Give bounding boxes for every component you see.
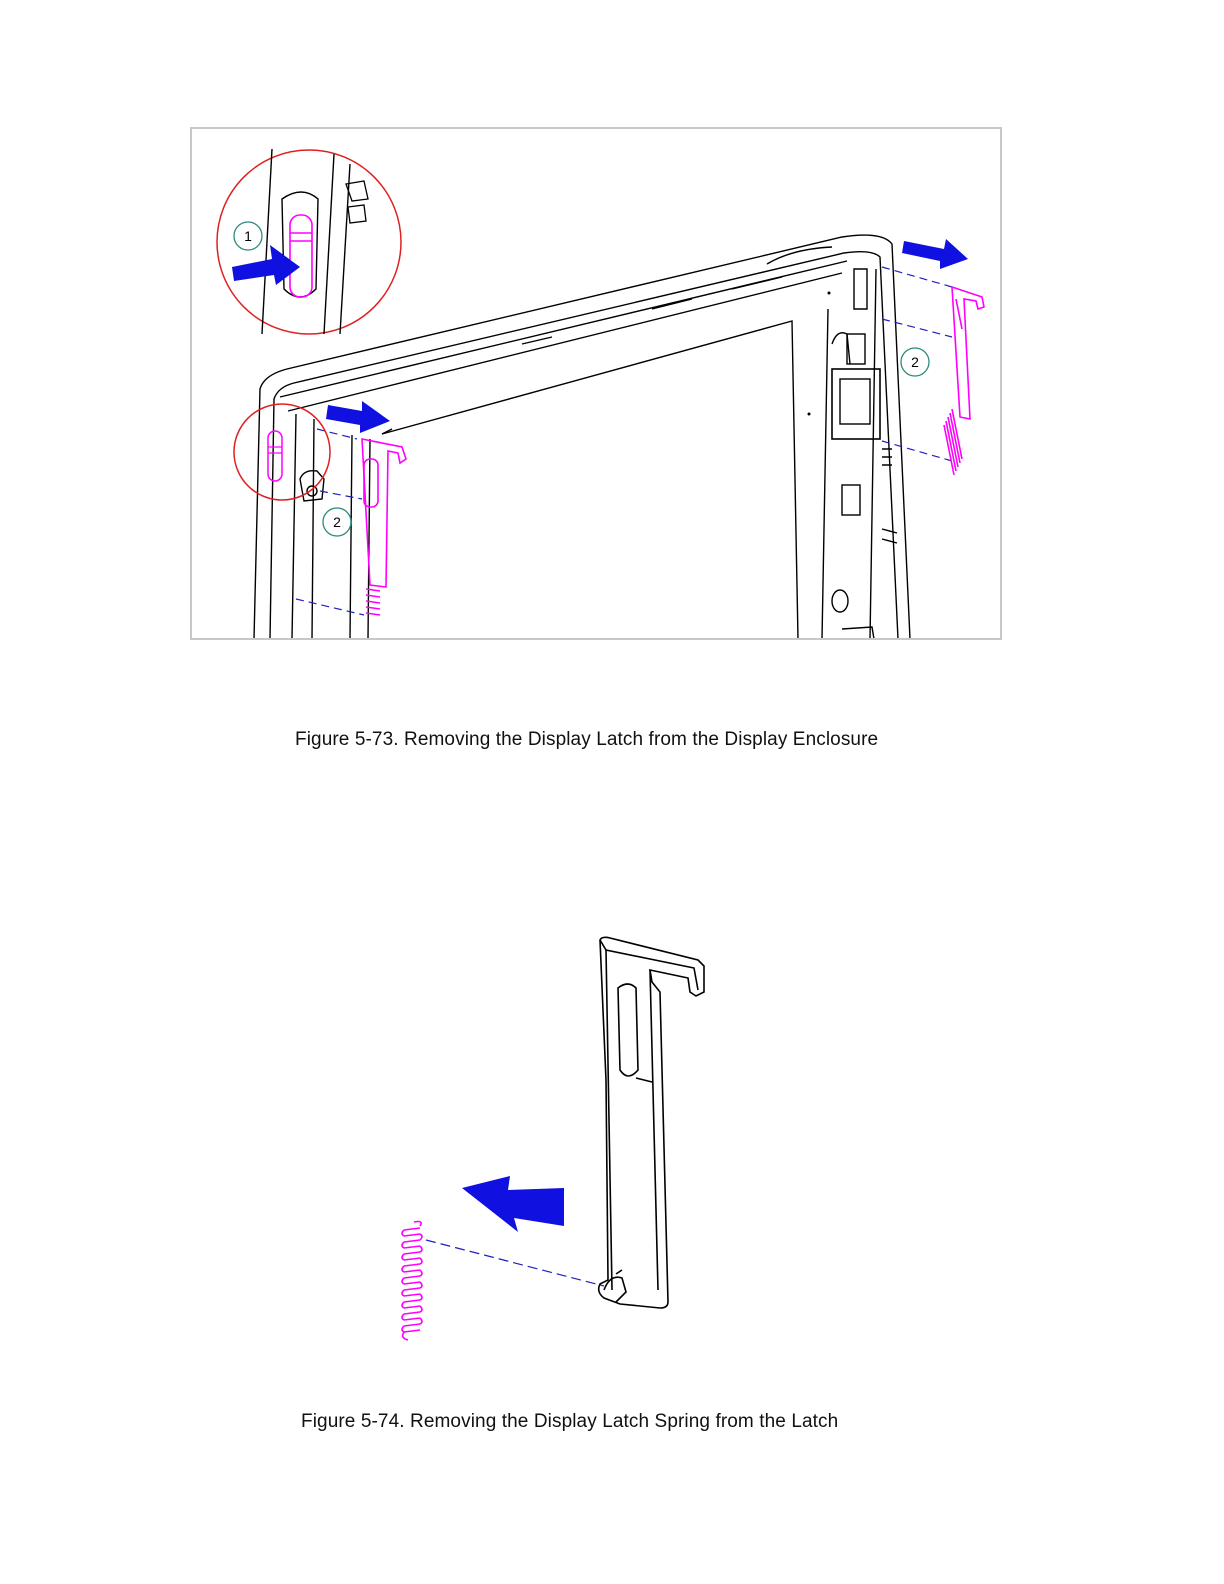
figure-5-74-caption: Figure 5-74. Removing the Display Latch …	[301, 1411, 838, 1433]
leader-line	[426, 1240, 604, 1286]
figure-5-73-caption: Figure 5-73. Removing the Display Latch …	[295, 729, 878, 751]
figure-5-74-illustration	[390, 930, 720, 1350]
latch-spring	[402, 1222, 422, 1341]
display-latch	[599, 937, 704, 1308]
callout-number-1: 1	[244, 228, 252, 244]
leader-lines	[296, 267, 952, 615]
detail-circle-bottom	[234, 404, 330, 500]
callout-number-2-left: 2	[333, 514, 341, 530]
figure-5-73-illustration: 1 2 2	[190, 127, 1002, 640]
right-display-latch	[944, 287, 984, 475]
arrow-icon	[462, 1176, 564, 1232]
display-enclosure	[254, 235, 910, 638]
arrow-icon	[232, 239, 968, 433]
callout-number-2-right: 2	[911, 354, 919, 370]
